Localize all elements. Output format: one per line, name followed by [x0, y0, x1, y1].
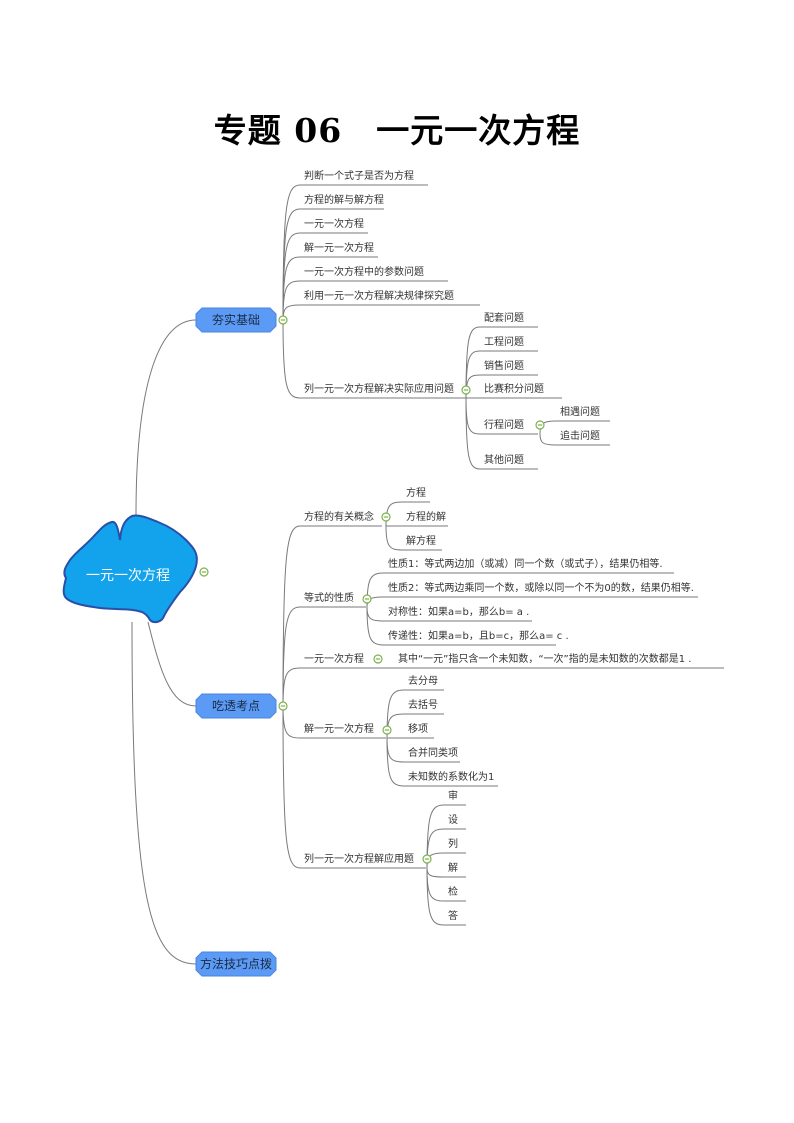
topic-node[interactable]: 方程的解与解方程 [304, 193, 384, 206]
topic-node[interactable]: 列一元一次方程解决实际应用问题 [304, 382, 454, 395]
collapse-icon[interactable] [373, 654, 383, 664]
topic-node[interactable]: 行程问题 [484, 418, 524, 431]
topic-node[interactable]: 追击问题 [560, 429, 600, 442]
connector [386, 737, 405, 763]
main-node-label: 吃透考点 [212, 699, 260, 713]
main-node-box [195, 693, 277, 719]
collapse-icon[interactable] [382, 725, 392, 735]
connector [426, 867, 445, 926]
connector [282, 525, 301, 707]
topic-node[interactable]: 答 [448, 909, 458, 922]
topic-node[interactable]: 性质1：等式两边加（或减）同一个数（或式子），结果仍相等. [388, 557, 663, 570]
topic-node[interactable]: 传递性：如果a=b，且b=c，那么a= c . [388, 629, 569, 642]
connector [282, 705, 301, 739]
connector-root-branch-1 [135, 319, 197, 516]
topic-node[interactable]: 相遇问题 [560, 405, 600, 418]
page-title: 专题 06 一元一次方程 [213, 111, 581, 150]
topic-node[interactable]: 利用一元一次方程解决规律探究题 [304, 289, 454, 302]
main-node-box [195, 951, 277, 977]
main-node-box [195, 307, 277, 333]
topic-node[interactable]: 其中“一元”指只含一个未知数，“一次”指的是未知数的次数都是1 . [398, 652, 691, 665]
connector-root-branch-3 [131, 621, 197, 965]
topic-node[interactable]: 其他问题 [484, 453, 524, 466]
connector [426, 852, 445, 869]
connector [465, 397, 481, 470]
topic-node[interactable]: 比赛积分问题 [484, 382, 544, 395]
connector [282, 256, 301, 321]
topic-node[interactable]: 方程的解 [406, 510, 446, 523]
topic-node[interactable]: 解 [448, 861, 458, 874]
topic-node[interactable]: 一元一次方程 [304, 652, 364, 665]
topic-node[interactable]: 列 [448, 837, 458, 850]
topic-node[interactable]: 去括号 [408, 698, 438, 711]
main-node-hangshi-jichu[interactable]: 夯实基础 [195, 307, 277, 333]
connector [386, 737, 405, 787]
topic-node[interactable]: 判断一个式子是否为方程 [304, 169, 414, 182]
connector [366, 606, 385, 622]
topic-node[interactable]: 性质2：等式两边乘同一个数，或除以同一个不为0的数，结果仍相等. [388, 581, 694, 594]
root-node-shape [62, 514, 198, 624]
connector [282, 208, 301, 321]
connector [385, 525, 403, 551]
connector [386, 713, 405, 739]
topic-node[interactable]: 列一元一次方程解应用题 [304, 852, 414, 865]
topic-node[interactable]: 配套问题 [484, 311, 524, 324]
connector [282, 705, 301, 869]
topic-node[interactable]: 设 [448, 814, 458, 826]
topic-node[interactable]: 销售问题 [484, 359, 524, 372]
collapse-icon[interactable] [535, 420, 545, 430]
topic-node[interactable]: 解一元一次方程 [304, 241, 374, 254]
connector [282, 280, 301, 321]
topic-node[interactable]: 等式的性质 [304, 591, 354, 604]
collapse-icon[interactable] [422, 854, 432, 864]
topic-node[interactable]: 工程问题 [484, 335, 524, 348]
collapse-icon[interactable] [278, 701, 288, 711]
root-node[interactable]: 一元一次方程 [62, 514, 198, 624]
connector [282, 319, 301, 399]
collapse-icon[interactable] [461, 385, 471, 395]
connector-root-branch-2 [147, 621, 197, 707]
branch-nodes: 判断一个式子是否为方程方程的解与解方程一元一次方程解一元一次方程一元一次方程中的… [195, 169, 694, 977]
topic-node[interactable]: 方程的有关概念 [304, 510, 374, 523]
connector [282, 667, 301, 707]
root-collapse-icon[interactable] [199, 567, 209, 577]
main-node-chitou-kaodian[interactable]: 吃透考点 [195, 693, 277, 719]
connector [366, 606, 385, 646]
topic-node[interactable]: 合并同类项 [408, 746, 458, 759]
topic-node[interactable]: 一元一次方程 [304, 217, 364, 230]
topic-node[interactable]: 审 [448, 789, 458, 802]
connector [426, 867, 445, 878]
connector-lines [131, 184, 724, 965]
collapse-icon[interactable] [381, 512, 391, 522]
root-node-label: 一元一次方程 [86, 568, 170, 584]
connector [282, 606, 301, 707]
topic-node[interactable]: 去分母 [408, 675, 438, 687]
topic-node[interactable]: 解一元一次方程 [304, 722, 374, 735]
main-node-fangfa-jiqiao[interactable]: 方法技巧点拨 [195, 951, 277, 977]
topic-node[interactable]: 方程 [406, 486, 426, 499]
collapse-icon[interactable] [362, 594, 372, 604]
connector [282, 232, 301, 321]
topic-node[interactable]: 移项 [408, 722, 428, 735]
connector [539, 433, 557, 446]
topic-node[interactable]: 未知数的系数化为1 [408, 770, 494, 783]
topic-node[interactable]: 检 [448, 885, 458, 898]
collapse-icon[interactable] [278, 315, 288, 325]
main-node-label: 夯实基础 [212, 312, 260, 327]
connector [465, 397, 481, 435]
topic-node[interactable]: 解方程 [406, 534, 436, 547]
topic-node[interactable]: 对称性：如果a=b，那么b= a . [388, 605, 529, 618]
connector [426, 867, 445, 902]
main-node-label: 方法技巧点拨 [200, 956, 272, 971]
topic-node[interactable]: 一元一次方程中的参数问题 [304, 265, 424, 278]
